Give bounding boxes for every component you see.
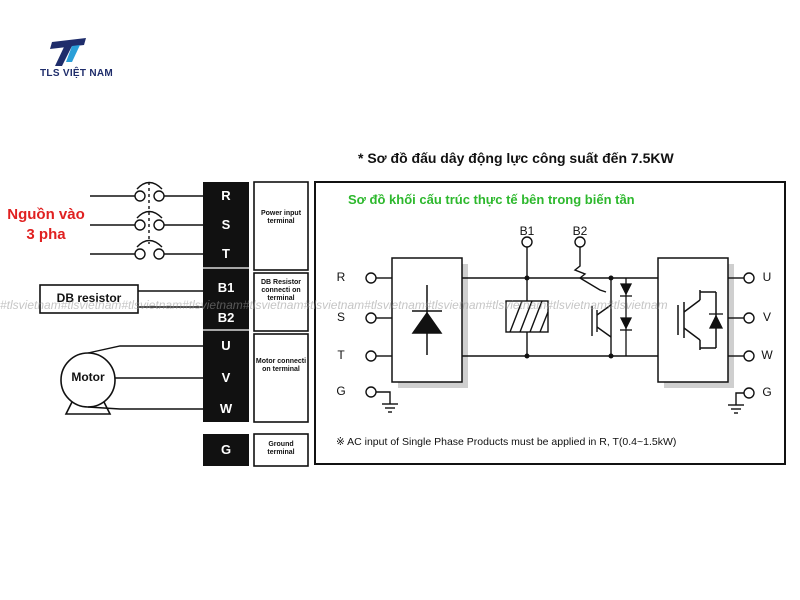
input-pin-wires [376,277,398,413]
terminal-b1: B1 [217,280,235,295]
terminal-s: S [221,217,231,232]
terminal-b2: B2 [217,310,235,325]
motor-wires [87,345,203,410]
capacitor-icon [505,300,549,333]
dc-bus-node [524,275,614,359]
input-label-s: S [336,310,345,324]
single-phase-note: ※ AC input of Single Phase Products must… [336,436,677,448]
breaker-icon [134,181,165,260]
terminal-t: T [222,246,230,261]
dc-bus-pin-icon [521,236,586,248]
group-label-db-resistor: DB Resistor connecti on terminal [260,279,302,302]
motor-icon [60,352,116,415]
brake-igbt-icon [579,277,612,338]
terminal-g: G [220,442,232,457]
output-label-v: V [762,310,771,324]
input-pin-icon [365,272,377,398]
output-label-w: W [761,348,773,362]
input-label-r: R [336,270,346,284]
db-resistor-box [39,284,139,314]
terminal-v: V [221,370,231,385]
dc-bus-label-b2: B2 [572,224,588,238]
diode-icon [411,285,443,355]
output-igbt-icon [677,290,717,350]
terminal-block-ground [203,434,249,466]
terminal-w: W [219,401,233,416]
watermark-text: #tlsvietnam#tlsvietnam#tlsvietnam#tlsvie… [0,298,668,312]
logo-icon [50,38,86,66]
terminal-separators [203,267,249,331]
output-pin-wires [728,277,744,414]
terminal-r: R [221,188,231,203]
inner-title: Sơ đồ khối cấu trúc thực tế bên trong bi… [348,192,635,207]
brake-diode-icon [619,278,633,356]
dc-bus-label-b1: B1 [519,224,535,238]
input-label-t: T [337,348,345,362]
diagram-title: * Sơ đồ đấu dây động lực công suất đến 7… [358,150,674,166]
output-pin-icon [743,272,755,399]
source-wires [90,195,203,255]
terminal-u: U [221,338,231,353]
group-label-power-input: Power input terminal [260,210,302,225]
output-label-g: G [762,385,772,399]
db-resistor-label: DB resistor [56,291,122,305]
terminal-block [203,182,249,422]
logo-text: TLS VIỆT NAM [40,68,114,79]
group-label-ground: Ground terminal [267,441,295,456]
power-source-label: Nguồn vào 3 pha [7,206,85,243]
motor-label: Motor [71,370,105,384]
output-label-u: U [762,270,772,284]
input-label-g: G [336,384,346,398]
dc-bus [462,247,658,357]
output-diode-icon [708,313,724,329]
terminal-group-boxes [253,181,309,467]
group-label-motor: Motor connecti on terminal [255,358,307,373]
db-resistor-wires [138,290,203,308]
